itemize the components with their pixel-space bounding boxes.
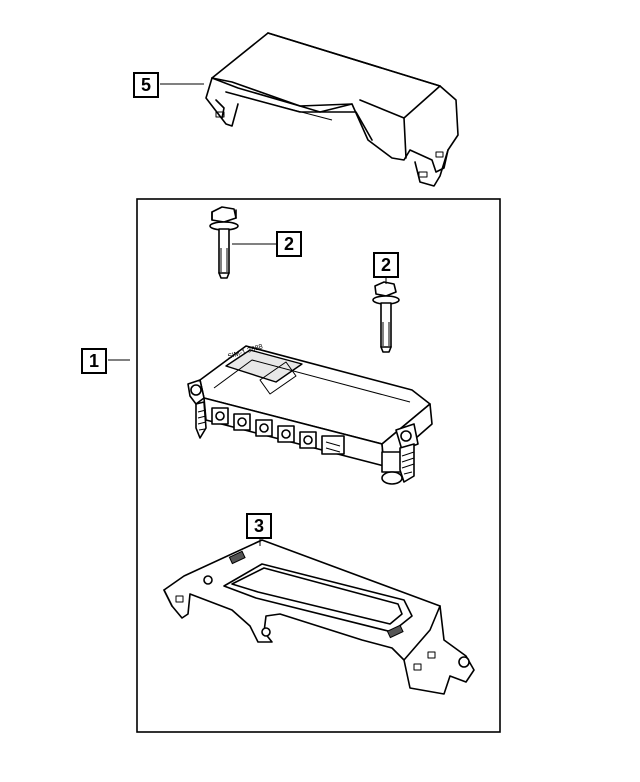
callout-cover: 5 [133, 72, 159, 98]
cover-icon [205, 32, 459, 187]
bolt-icon [372, 281, 400, 353]
callout-bolt-left: 2 [276, 231, 302, 257]
control-module-icon [187, 345, 433, 485]
callout-assembly: 1 [81, 348, 107, 374]
callout-bolt-right: 2 [373, 252, 399, 278]
mounting-bracket-icon [163, 539, 475, 695]
callout-bracket: 3 [246, 513, 272, 539]
assembly-box [136, 198, 501, 733]
bolt-icon [209, 206, 239, 279]
